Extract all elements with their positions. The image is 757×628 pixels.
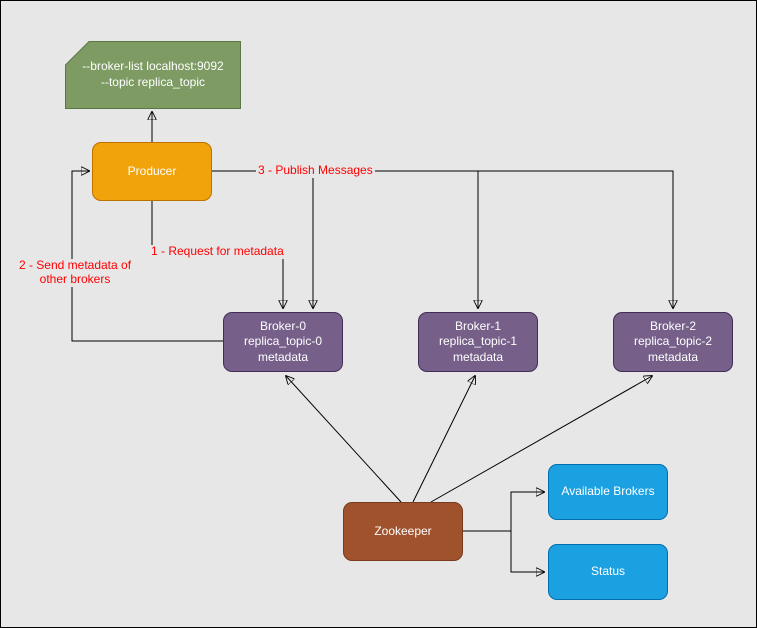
node-producer: Producer (92, 142, 212, 201)
line-zookeeper-broker2 (430, 376, 652, 503)
node-broker-0: Broker-0 replica_topic-0 metadata (223, 312, 343, 372)
line-zookeeper-broker1 (412, 376, 475, 503)
note-card-shape (65, 41, 241, 109)
annotation-publish-messages: 3 - Publish Messages (256, 163, 375, 178)
status-label: Status (590, 564, 626, 579)
line-send-metadata (71, 171, 223, 342)
available-brokers-label: Available Brokers (561, 484, 655, 499)
annotation-request-metadata: 1 - Request for metadata (149, 244, 286, 259)
broker-1-label: Broker-1 replica_topic-1 metadata (438, 318, 518, 364)
zookeeper-label: Zookeeper (374, 523, 432, 538)
node-broker-list-note: --broker-list localhost:9092 --topic rep… (65, 41, 241, 109)
line-zookeeper-status (510, 531, 544, 572)
line-zookeeper-available-brokers (463, 492, 544, 532)
node-broker-1: Broker-1 replica_topic-1 metadata (418, 312, 538, 372)
node-available-brokers: Available Brokers (548, 464, 668, 520)
node-broker-2: Broker-2 replica_topic-2 metadata (613, 312, 733, 372)
broker-list-note-label: --broker-list localhost:9092 --topic rep… (82, 59, 224, 89)
annotation-send-metadata: 2 - Send metadata of other brokers (15, 258, 135, 287)
line-publish-to-broker2 (212, 170, 673, 308)
node-zookeeper: Zookeeper (343, 502, 463, 561)
producer-label: Producer (127, 163, 177, 178)
broker-0-label: Broker-0 replica_topic-0 metadata (243, 318, 323, 364)
broker-2-label: Broker-2 replica_topic-2 metadata (633, 318, 713, 364)
node-status: Status (548, 544, 668, 600)
line-zookeeper-broker0 (286, 376, 402, 503)
